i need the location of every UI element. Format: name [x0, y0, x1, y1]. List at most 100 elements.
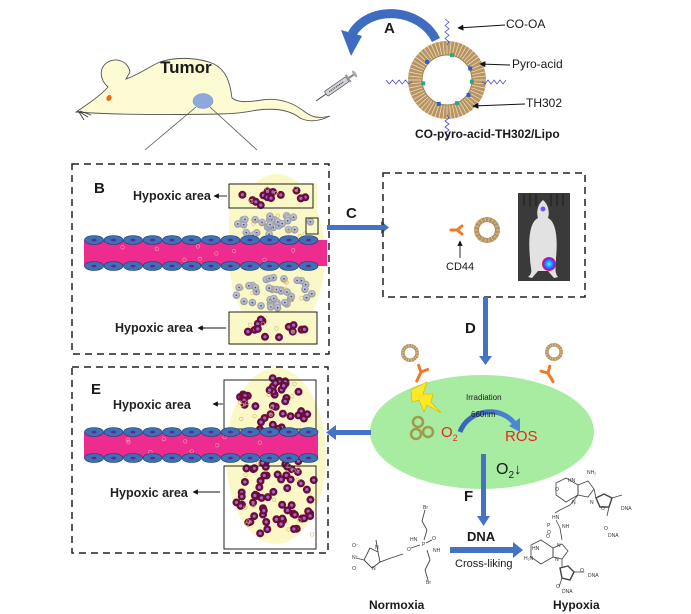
- oxygen-particle: [291, 468, 296, 473]
- hypoxic-cell-nucleus: [259, 317, 263, 322]
- oxygen-particle: [252, 413, 257, 419]
- lipid-tail: [552, 357, 554, 361]
- endothelial-nucleus: [111, 430, 116, 434]
- normoxic-cell-nucleus: [309, 220, 312, 223]
- hypoxic-cell-nucleus: [296, 470, 300, 474]
- lipid-tail: [545, 353, 549, 356]
- endothelial-nucleus: [267, 456, 272, 460]
- oxygen-carrier-ring: [409, 427, 423, 441]
- hypoxic-box-bottom: [228, 311, 318, 345]
- lipid-tail: [408, 84, 423, 89]
- lipid-tail: [405, 345, 408, 349]
- atom-label: O: [555, 487, 559, 493]
- oxygen-particle: [289, 298, 295, 303]
- lipid-tail: [558, 346, 562, 349]
- panel-letter-c: C: [346, 205, 357, 222]
- normoxic-cell-nucleus: [283, 301, 286, 304]
- atom-label: HN: [410, 537, 418, 543]
- lipid-tail: [420, 50, 431, 62]
- endothelial-nucleus: [189, 238, 194, 242]
- hypoxic-cell-nucleus: [296, 413, 301, 418]
- oxygen-particle: [245, 400, 250, 405]
- normoxic-cell-nucleus: [272, 297, 275, 300]
- lipid-tail: [409, 87, 424, 93]
- atom-label: N: [590, 500, 594, 506]
- normoxic-cell-nucleus: [281, 222, 284, 225]
- normoxic-cell-nucleus: [269, 223, 271, 226]
- lipid-tail: [474, 225, 480, 228]
- th302-structure: [355, 509, 433, 581]
- endothelial-nucleus: [208, 456, 214, 460]
- normoxic-cell-nucleus: [310, 292, 313, 295]
- lipid-tail: [408, 75, 423, 78]
- hypoxic-cell-nucleus: [296, 390, 301, 394]
- lipid-tail: [549, 344, 552, 348]
- hypoxic-cell-nucleus: [302, 416, 306, 421]
- oxygen-particle: [272, 288, 277, 293]
- lipid-tail: [415, 56, 428, 66]
- panel-e-tissue: [84, 368, 326, 550]
- hypoxic-cell-nucleus: [269, 196, 273, 200]
- oxygen-particle: [274, 326, 279, 331]
- endothelial-nucleus: [228, 430, 233, 434]
- lipid-tail: [474, 232, 480, 235]
- normoxic-cell-nucleus: [245, 231, 248, 234]
- oxygen-particle: [239, 402, 245, 407]
- receptor-shape: [539, 364, 555, 384]
- liposome-name: CO-pyro-acid-TH302/Lipo: [415, 127, 560, 141]
- lipid-tail: [454, 42, 460, 57]
- hypoxic-cell-nucleus: [277, 335, 281, 339]
- atom-label: DNA: [562, 589, 573, 595]
- endothelial-nucleus: [208, 430, 214, 434]
- lipid-tail: [414, 356, 418, 359]
- endothelial-nucleus: [130, 456, 136, 460]
- hypoxic-cell-nucleus: [291, 323, 296, 327]
- liposome-large: [385, 18, 507, 140]
- endothelial-nucleus: [247, 456, 253, 460]
- oxygen-particle: [266, 392, 271, 397]
- panel-letter-f: F: [464, 488, 474, 505]
- lipid-tail: [401, 354, 405, 357]
- endothelial-nucleus: [267, 238, 272, 242]
- ros-label: ROS: [505, 428, 538, 445]
- endothelial-nucleus: [267, 264, 272, 268]
- reaction-label-dna: DNA: [467, 529, 496, 544]
- oxygen-symbol: O: [441, 424, 453, 441]
- blood-particle: [154, 246, 159, 251]
- hypoxic-cell-nucleus: [312, 478, 316, 482]
- blood-particle: [197, 256, 202, 261]
- cd44-receptor-icon: [415, 363, 430, 383]
- normoxic-cell-nucleus: [272, 276, 275, 279]
- blood-particle: [161, 436, 166, 442]
- oxygen-particle: [299, 296, 304, 301]
- endothelial-nucleus: [150, 264, 155, 268]
- lipid-tail: [409, 67, 424, 73]
- oxygen-particle: [255, 229, 260, 234]
- liposome-core: [421, 54, 473, 106]
- oxygen-particle: [243, 472, 248, 477]
- lipid-tail: [480, 218, 484, 223]
- hypoxic-cell-nucleus: [240, 193, 244, 197]
- hypoxic-cell-nucleus: [259, 420, 263, 424]
- lipid-tail: [412, 345, 415, 349]
- tumor-label: Tumor: [160, 58, 212, 77]
- lipid-tail: [558, 355, 562, 358]
- mouse-body: [74, 57, 331, 122]
- lipid-tail: [420, 98, 431, 110]
- decrease-arrow-icon: ↓: [514, 461, 522, 478]
- hypoxic-cell-nucleus: [284, 473, 288, 477]
- lipid-tail: [438, 41, 443, 56]
- lipid-tail: [470, 67, 485, 73]
- hypoxic-cell-nucleus: [246, 329, 250, 334]
- hypoxic-cell-nucleus: [289, 477, 293, 482]
- cd44-receptor-icon: [539, 364, 555, 384]
- lipid-tail: [442, 41, 445, 56]
- hypoxic-cell-nucleus: [262, 416, 267, 420]
- panel-letter-e: E: [91, 381, 102, 398]
- lipid-tail: [449, 41, 452, 56]
- lipid-tail: [415, 94, 428, 104]
- normoxic-cell-nucleus: [238, 286, 241, 289]
- co-oa-chain: [481, 79, 507, 85]
- lipid-tail: [442, 104, 445, 119]
- oxygen-particle: [265, 186, 270, 191]
